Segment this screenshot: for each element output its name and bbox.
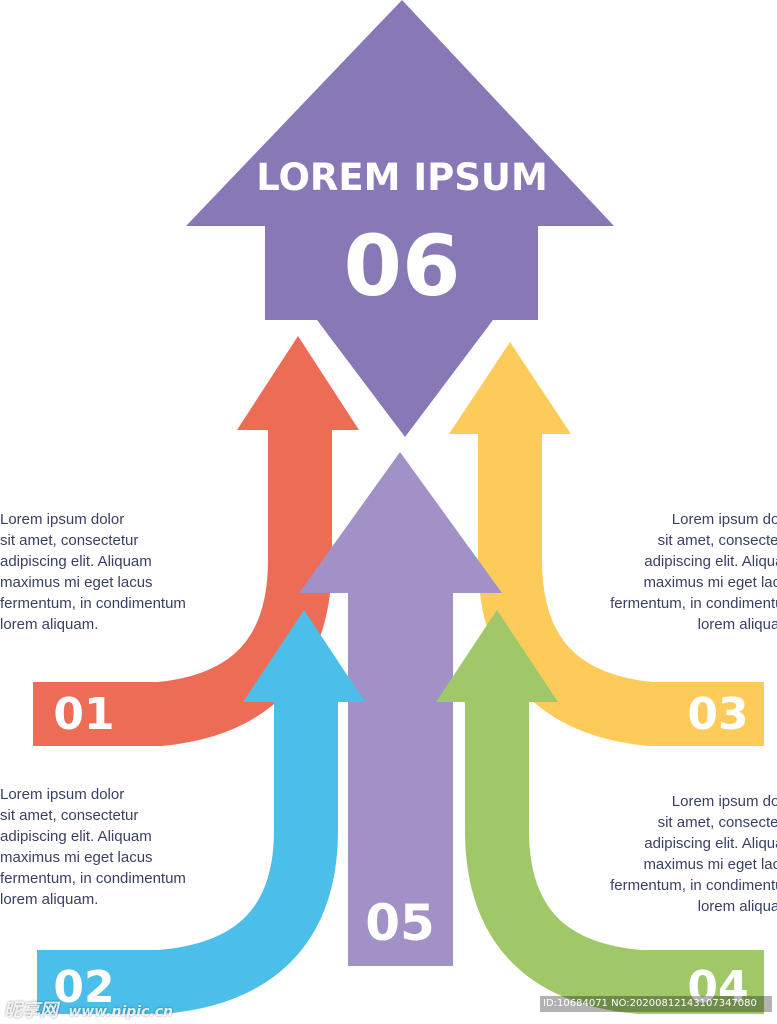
arrow-05-body — [348, 588, 453, 966]
watermark-site: www.nipic.cn — [68, 1004, 173, 1020]
arrow-03-body — [478, 428, 764, 746]
description-right-top: Lorem ipsum dolor sit amet, consectetur … — [610, 511, 777, 633]
arrow-05-head — [299, 452, 502, 593]
arrow-01-head — [237, 336, 359, 430]
step-04-number: 04 — [687, 962, 748, 1013]
description-left-bottom: Lorem ipsum dolor sit amet, consectetur … — [0, 786, 186, 908]
watermark-logo-text: 昵享网 — [4, 1000, 58, 1021]
arrow-02-head — [243, 610, 365, 702]
arrow-01-body — [33, 422, 332, 746]
arrow-04-head — [436, 610, 558, 702]
main-title: LOREM IPSUM — [256, 156, 548, 199]
watermark-id: ID:10684071 NO:20200812143107347080 — [540, 996, 772, 1012]
arrow-02-body — [37, 696, 338, 1014]
step-01-number: 01 — [53, 689, 114, 740]
step-03-number: 03 — [687, 689, 748, 740]
arrow-04-body — [465, 696, 764, 1014]
arrow-06-shape — [186, 0, 614, 437]
description-right-bottom: Lorem ipsum dolor sit amet, consectetur … — [610, 793, 777, 915]
main-number: 06 — [344, 217, 461, 315]
step-05-number: 05 — [365, 894, 435, 952]
arrow-03-head — [449, 342, 571, 434]
description-left-top: Lorem ipsum dolor sit amet, consectetur … — [0, 511, 186, 633]
watermark-logo: 昵享网 www.nipic.cn — [4, 996, 173, 1022]
step-02-number: 02 — [53, 962, 114, 1013]
